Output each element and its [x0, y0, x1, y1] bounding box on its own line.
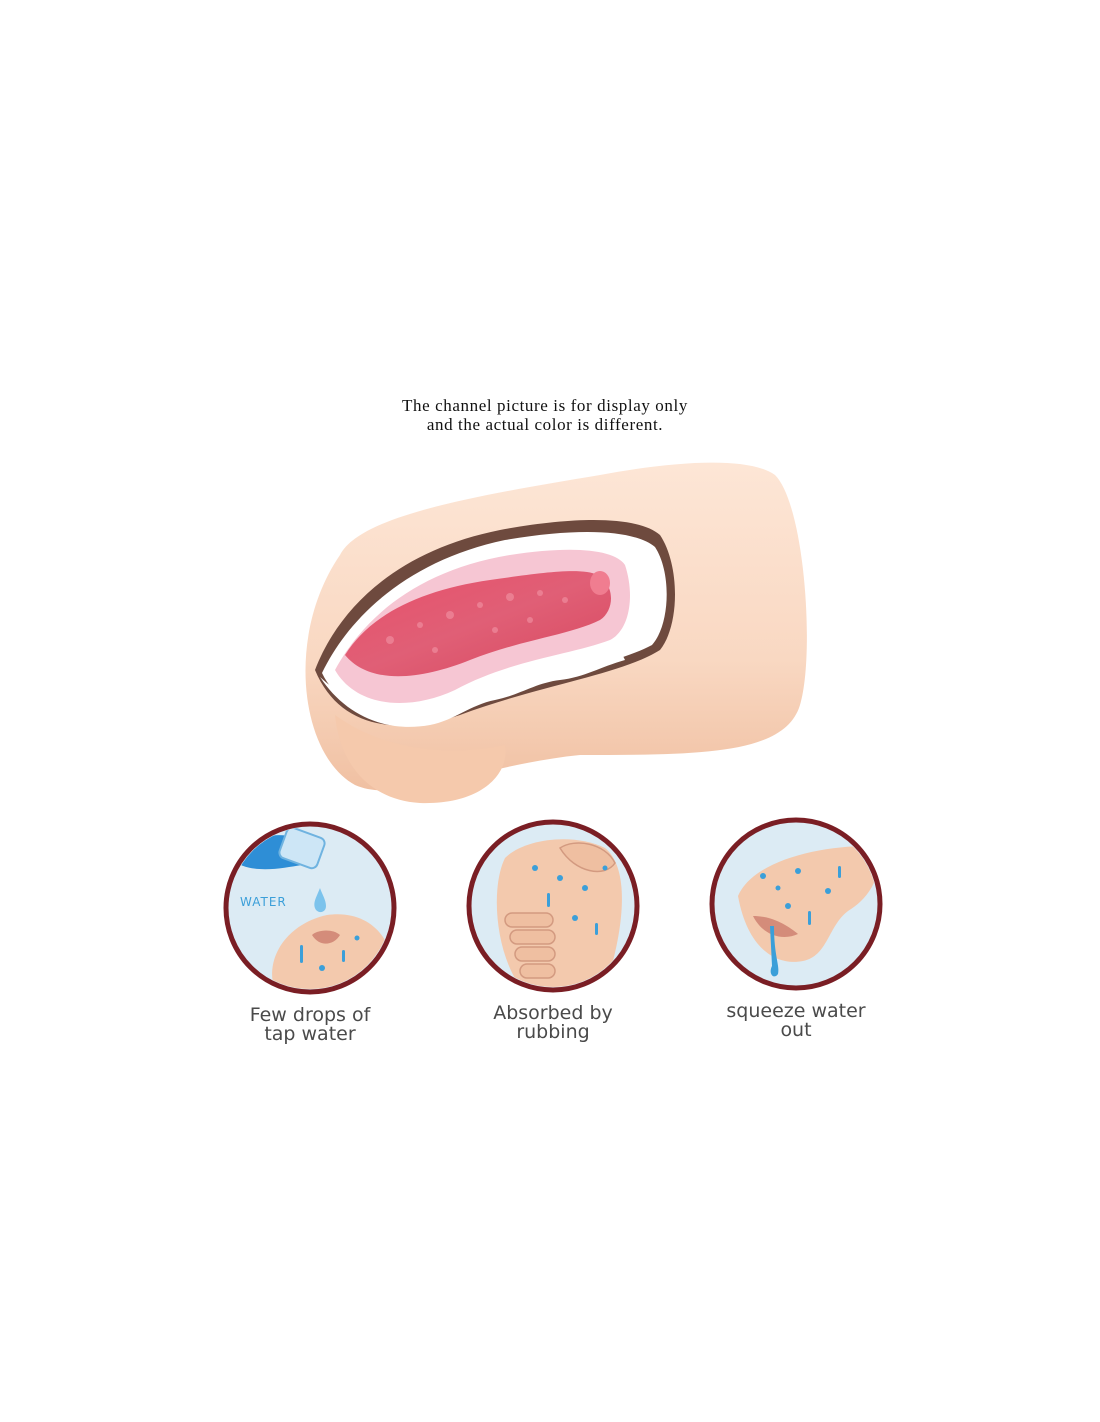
channel-end [590, 571, 610, 595]
step-label-3: squeeze water out [676, 1002, 916, 1040]
disclaimer-caption: The channel picture is for display only … [0, 396, 1090, 434]
step-absorbed-by-rubbing: Absorbed by rubbing [433, 818, 673, 1042]
rubbing-hands-illustration [466, 819, 640, 993]
squeeze-illustration [709, 817, 883, 991]
water-label: WATER [240, 895, 287, 909]
step-squeeze-water-out: squeeze water out [676, 816, 916, 1040]
water-drops-illustration: WATER [223, 821, 397, 995]
step-1-line-1: Few drops of [249, 1004, 371, 1026]
step-label-2: Absorbed by rubbing [433, 1004, 673, 1042]
product-cutaway-illustration [305, 462, 807, 804]
dripping-water-icon [770, 926, 779, 977]
sleeve-lower-bulge [335, 715, 506, 804]
step-2-line-1: Absorbed by [493, 1002, 613, 1024]
disclaimer-line-2: and the actual color is different. [426, 415, 664, 434]
step-few-drops: WATER Few drops of tap water [190, 820, 430, 1044]
step-3-line-1: squeeze water [726, 1000, 866, 1022]
inner-channel [345, 571, 612, 677]
step-1-line-2: tap water [264, 1023, 356, 1045]
step-3-line-2: out [780, 1019, 812, 1041]
step-label-1: Few drops of tap water [190, 1006, 430, 1044]
wavy-edge [320, 650, 625, 727]
channel-texture [386, 590, 568, 653]
step-2-line-2: rubbing [516, 1021, 590, 1043]
water-drop-icon [314, 888, 326, 913]
disclaimer-line-1: The channel picture is for display only [402, 396, 688, 415]
